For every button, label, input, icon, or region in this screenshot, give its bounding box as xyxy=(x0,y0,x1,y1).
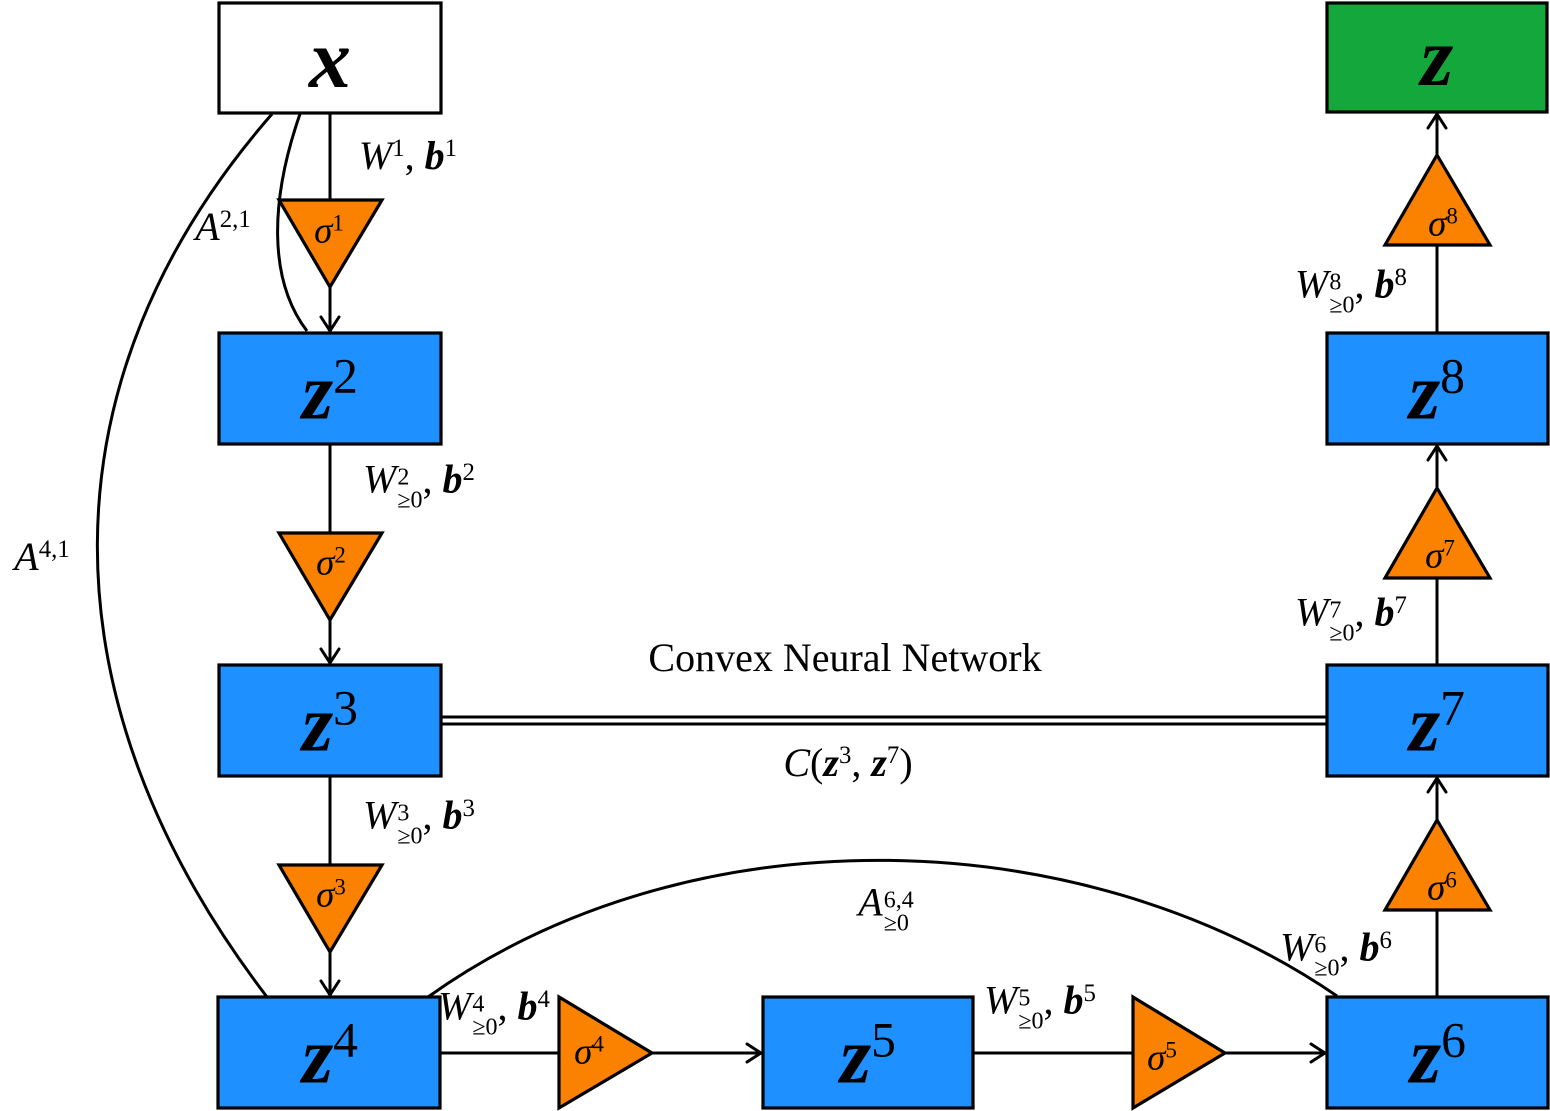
edge-z5-z6 xyxy=(973,1042,1327,1064)
edge-z4-z5 xyxy=(441,1042,763,1064)
node-z5-box xyxy=(761,995,975,1110)
activation-label-sigma2: σ2 xyxy=(316,542,346,584)
activation-sigma4-triangle xyxy=(557,994,656,1111)
node-label-x: x xyxy=(309,13,351,106)
edge-label-w1: W1, b1 xyxy=(358,133,458,178)
activation-label-sigma5: σ5 xyxy=(1147,1037,1177,1079)
activation-label-sigma3: σ3 xyxy=(316,874,346,916)
activation-label-sigma7: σ7 xyxy=(1425,535,1455,577)
skip-label-a21: A2,1 xyxy=(195,204,251,249)
node-label-z4: z4 xyxy=(302,1012,358,1101)
activation-label-sigma4: σ4 xyxy=(574,1031,604,1073)
activation-label-sigma1: σ1 xyxy=(314,210,344,252)
node-z8-box xyxy=(1325,331,1550,446)
node-z4-box xyxy=(216,995,442,1110)
skip-edge-x-z2 xyxy=(276,113,309,332)
node-label-z2: z2 xyxy=(302,348,358,437)
skip-edge-x-z4 xyxy=(95,113,274,998)
activation-sigma3-triangle xyxy=(276,863,385,956)
activation-sigma8-triangle xyxy=(1382,151,1493,247)
skip-edge-z4-z6 xyxy=(427,858,1338,999)
node-z-output-box xyxy=(1325,1,1549,114)
node-z6-box xyxy=(1325,995,1550,1110)
node-x-box xyxy=(217,1,443,115)
node-label-z-out: z xyxy=(1420,11,1454,104)
node-z2-box xyxy=(217,331,443,446)
node-label-z8: z8 xyxy=(1409,348,1465,437)
activation-sigma7-triangle xyxy=(1382,484,1493,580)
activation-sigma2-triangle xyxy=(276,531,385,624)
node-label-z5: z5 xyxy=(840,1012,896,1101)
node-label-z3: z3 xyxy=(302,680,358,769)
edge-z6-z7 xyxy=(1426,776,1448,997)
node-z3-box xyxy=(217,663,443,778)
network-title: Convex Neural Network xyxy=(648,635,1042,680)
activation-label-sigma6: σ6 xyxy=(1427,867,1457,909)
activation-sigma5-triangle xyxy=(1131,994,1229,1111)
coupling-edge-z3-z7 xyxy=(441,715,1327,726)
edge-z8-z xyxy=(1426,112,1448,333)
node-label-z6: z6 xyxy=(1410,1012,1466,1101)
node-z7-box xyxy=(1325,663,1550,778)
activation-label-sigma8: σ8 xyxy=(1428,203,1458,245)
edge-x-z2 xyxy=(319,113,341,333)
edge-z2-z3 xyxy=(319,444,341,665)
edge-z3-z4 xyxy=(319,776,341,997)
skip-label-a41: A4,1 xyxy=(14,534,70,579)
activation-sigma6-triangle xyxy=(1382,816,1493,912)
coupling-formula: C(z3, z7) xyxy=(783,740,913,785)
node-label-z7: z7 xyxy=(1409,680,1465,769)
activation-sigma1-triangle xyxy=(276,198,385,291)
edge-z7-z8 xyxy=(1426,444,1448,665)
